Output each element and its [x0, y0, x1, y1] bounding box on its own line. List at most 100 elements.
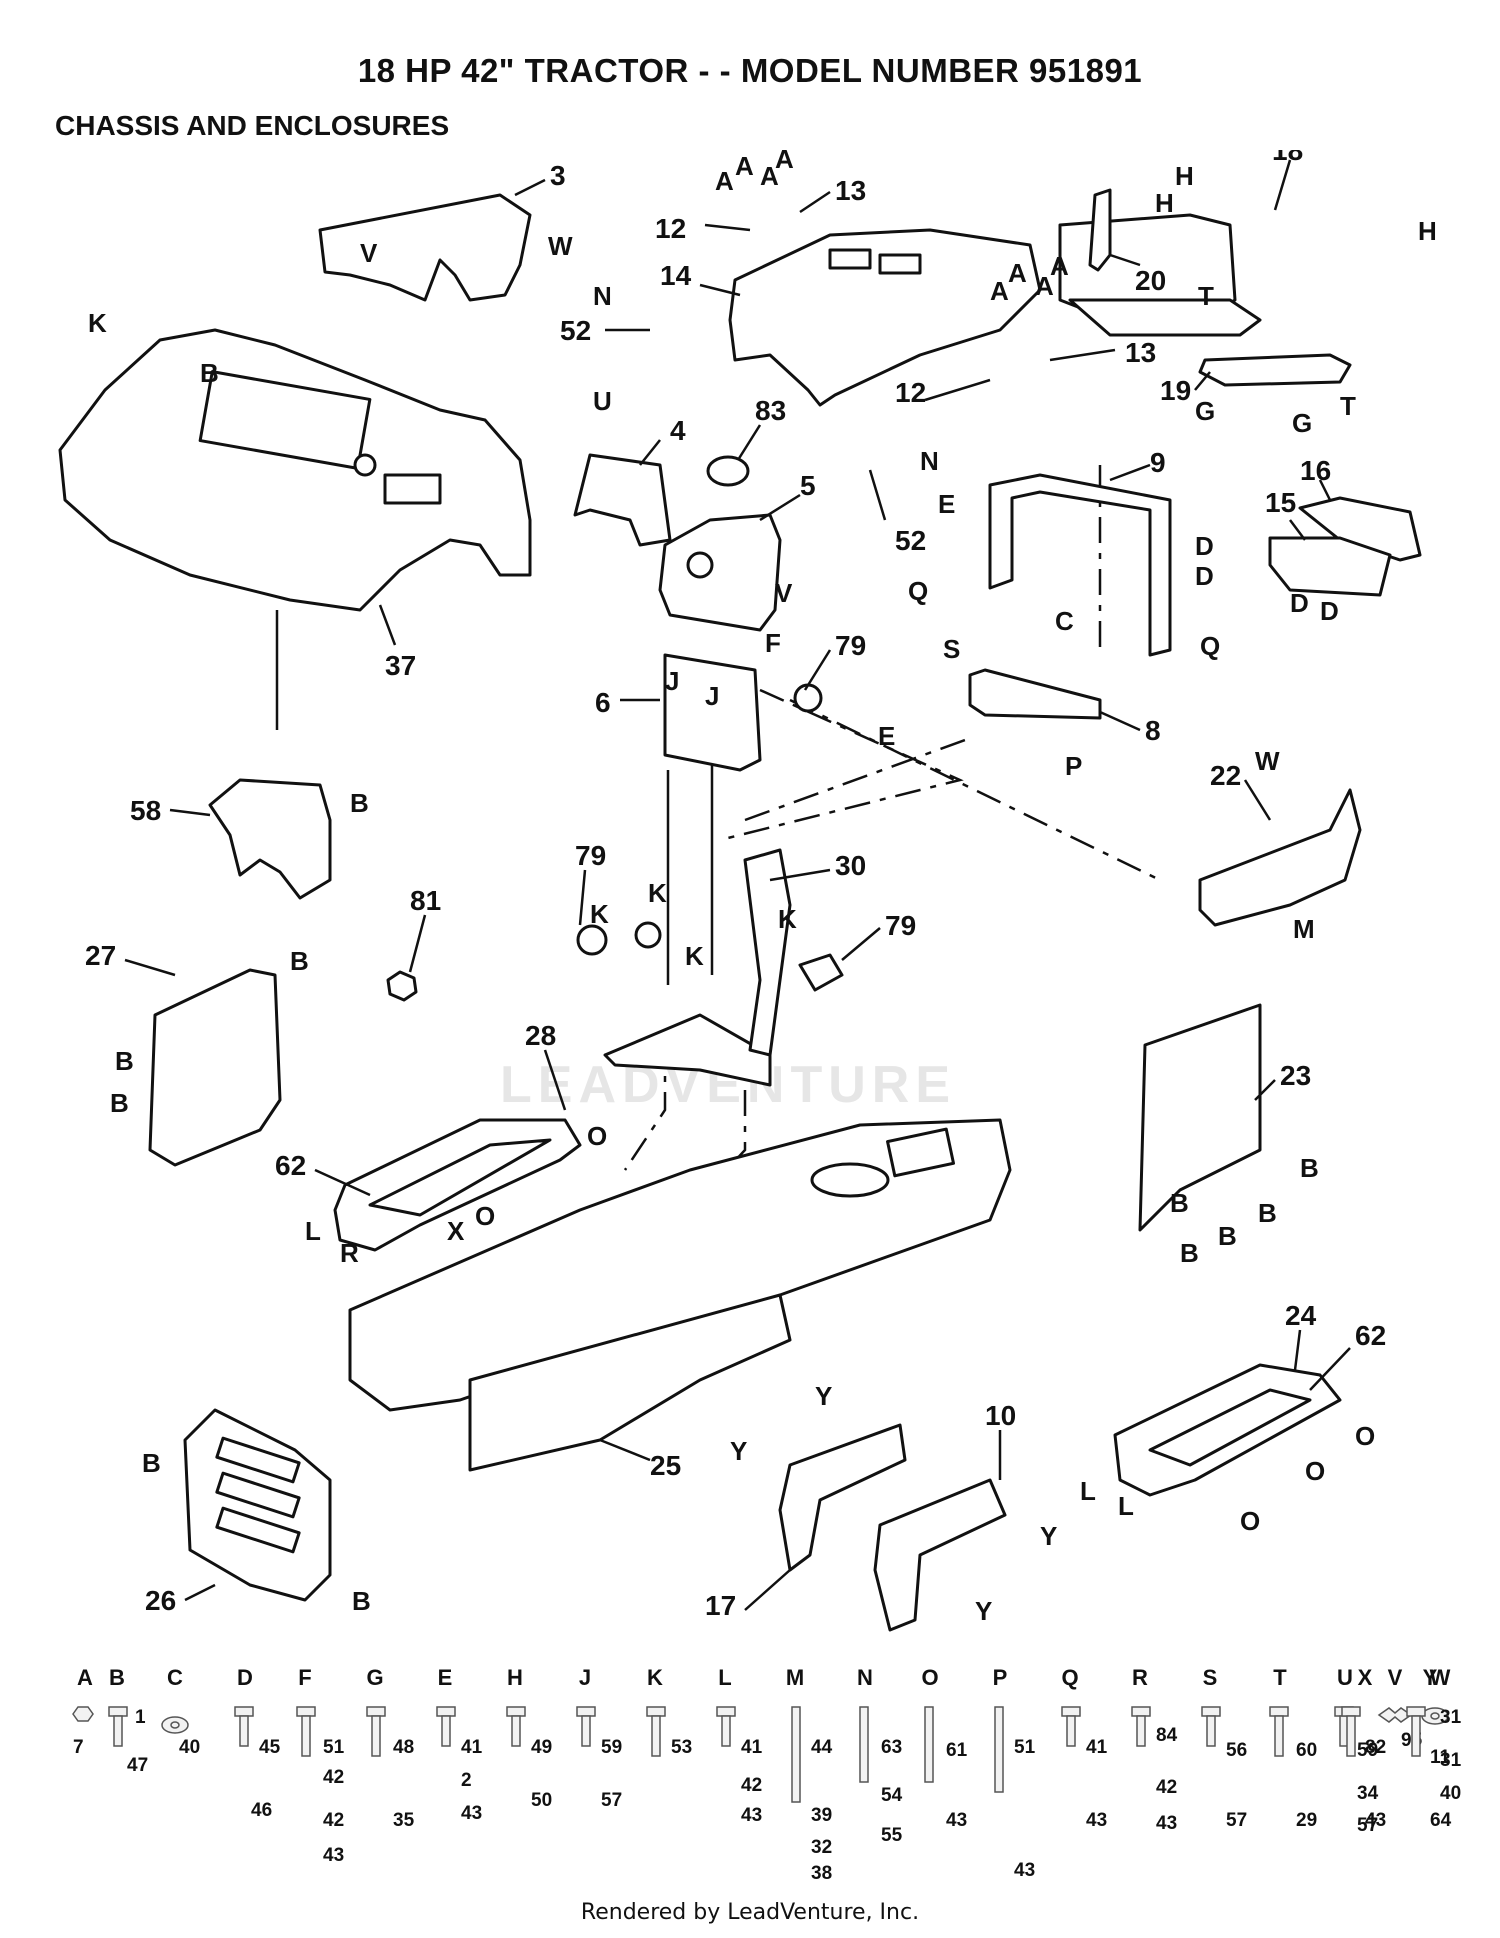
part-19-seatpan[interactable] [1198, 353, 1352, 387]
legend-letter: K [647, 1665, 663, 1690]
part-27-panel[interactable] [148, 968, 282, 1167]
legend-col-j: J 59 57 [555, 1665, 622, 1880]
legend-num: 61 [946, 1740, 968, 1761]
callout-19[interactable]: 19 [1160, 375, 1191, 406]
bolt-icon [1406, 1706, 1426, 1757]
letter-h: H [1155, 188, 1174, 218]
hood-vent-a [828, 248, 872, 270]
callout-79-right[interactable]: 79 [885, 910, 916, 941]
legend-num: 42 [323, 1810, 345, 1831]
legend-col-f: F 51 42 42 43 [275, 1665, 344, 1880]
legend-num: 42 [323, 1767, 345, 1788]
callout-9[interactable]: 9 [1150, 447, 1166, 478]
part-4-plate[interactable] [573, 453, 672, 547]
part-8-rod[interactable] [968, 668, 1102, 720]
callout-10[interactable]: 10 [985, 1400, 1016, 1431]
exploded-parts-diagram: LEADVENTURE [58, 150, 1437, 1632]
callout-6[interactable]: 6 [595, 687, 611, 718]
callout-81[interactable]: 81 [410, 885, 441, 916]
legend-num: 44 [811, 1737, 833, 1758]
washer-icon [161, 1716, 189, 1734]
letter-o: O [1355, 1421, 1375, 1451]
part-79-clamp-b[interactable] [576, 924, 608, 956]
callout-22[interactable]: 22 [1210, 760, 1241, 791]
frame-sidepanel [468, 1293, 792, 1472]
callout-37[interactable]: 37 [385, 650, 416, 681]
letter-a: A [760, 161, 779, 191]
callout-30[interactable]: 30 [835, 850, 866, 881]
legend-num: 51 [323, 1737, 345, 1758]
legend-num: 53 [671, 1737, 693, 1758]
legend-num: 47 [127, 1755, 149, 1776]
callout-15[interactable]: 15 [1265, 487, 1296, 518]
part-5-dash[interactable] [658, 513, 782, 632]
legend-col-b: B 1 47 [87, 1665, 149, 1880]
callout-79-left[interactable]: 79 [575, 840, 606, 871]
callout-13-top[interactable]: 13 [835, 175, 866, 206]
letter-w: W [548, 231, 573, 261]
part-79-clamp-d[interactable] [798, 953, 844, 992]
part-37-body[interactable] [58, 328, 532, 612]
part-6-bracket[interactable] [663, 653, 762, 772]
part-9-frame[interactable] [988, 473, 1172, 657]
callout-23[interactable]: 23 [1280, 1060, 1311, 1091]
part-79-clamp-c[interactable] [634, 921, 662, 949]
letter-a: A [735, 151, 754, 181]
part-58-bracket[interactable] [208, 778, 332, 900]
callout-13-mid[interactable]: 13 [1125, 337, 1156, 368]
callout-8[interactable]: 8 [1145, 715, 1161, 746]
callout-25[interactable]: 25 [650, 1450, 681, 1481]
callout-18[interactable]: 18 [1272, 150, 1303, 166]
letter-j: J [665, 666, 679, 696]
callout-79-top[interactable]: 79 [835, 630, 866, 661]
part-23-panel[interactable] [1138, 1003, 1262, 1232]
legend-letter: Q [1061, 1665, 1079, 1690]
callout-26[interactable]: 26 [145, 1585, 176, 1616]
bolt-icon [1201, 1706, 1221, 1747]
part-79-clamp-a[interactable] [793, 683, 823, 713]
legend-letter: B [109, 1665, 125, 1690]
part-10-bracket[interactable] [873, 1478, 1007, 1632]
legend-num: 31 [1440, 1750, 1462, 1771]
callout-4[interactable]: 4 [670, 415, 686, 446]
callout-17[interactable]: 17 [705, 1590, 736, 1621]
callout-5[interactable]: 5 [800, 470, 816, 501]
part-81-nut[interactable] [386, 970, 418, 1002]
callout-52-top[interactable]: 52 [560, 315, 591, 346]
hex-nut-icon [72, 1706, 94, 1722]
bolt-icon [296, 1706, 316, 1757]
letter-v: V [775, 578, 793, 608]
part-20-bracket[interactable] [1088, 188, 1112, 272]
callout-12-mid[interactable]: 12 [895, 377, 926, 408]
letter-l: L [1118, 1491, 1134, 1521]
part-17-bracket[interactable] [778, 1423, 907, 1572]
legend-num: 82 [1365, 1737, 1387, 1758]
part-15-tray[interactable] [1268, 536, 1392, 597]
callout-24[interactable]: 24 [1285, 1300, 1317, 1331]
letter-l: L [305, 1216, 321, 1246]
frame-hole [810, 1162, 890, 1198]
callout-28[interactable]: 28 [525, 1020, 556, 1051]
legend-col-g: G 48 35 [345, 1665, 414, 1880]
part-14-hood[interactable] [728, 228, 1042, 407]
callout-62-right[interactable]: 62 [1355, 1320, 1386, 1351]
legend-col-w: W 31 31 40 [1410, 1665, 1470, 1880]
callout-52-mid[interactable]: 52 [895, 525, 926, 556]
letter-b: B [290, 946, 309, 976]
callout-12-top[interactable]: 12 [655, 213, 686, 244]
part-3-panel[interactable] [318, 193, 532, 302]
legend-num: 7 [73, 1737, 84, 1758]
callout-14[interactable]: 14 [660, 260, 692, 291]
callout-27[interactable]: 27 [85, 940, 116, 971]
part-30-plate[interactable] [603, 1013, 772, 1087]
callout-3[interactable]: 3 [550, 160, 566, 191]
callout-62-left[interactable]: 62 [275, 1150, 306, 1181]
callout-83[interactable]: 83 [755, 395, 786, 426]
part-83-cap[interactable] [706, 455, 750, 487]
part-22-bumper[interactable] [1198, 788, 1362, 927]
legend-num: 42 [1156, 1777, 1178, 1798]
callout-20[interactable]: 20 [1135, 265, 1166, 296]
legend-num: 41 [1086, 1737, 1108, 1758]
callout-16[interactable]: 16 [1300, 455, 1331, 486]
callout-58[interactable]: 58 [130, 795, 161, 826]
